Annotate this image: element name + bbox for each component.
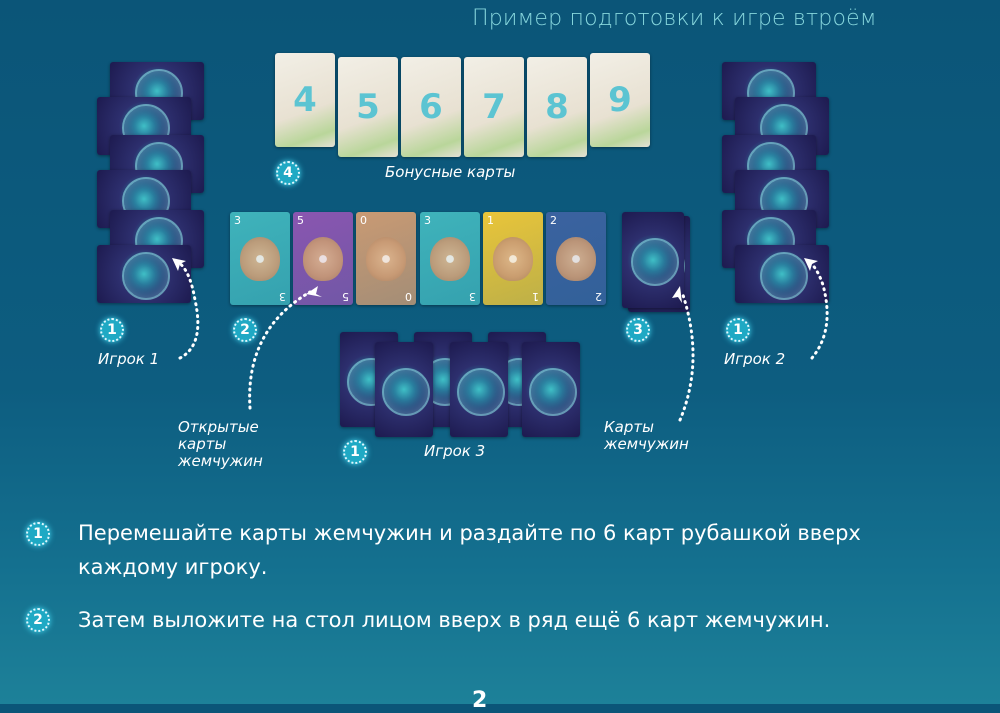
shell-image xyxy=(366,237,406,281)
card-value: 1 xyxy=(487,214,494,227)
card-value: 5 xyxy=(297,214,304,227)
shell-image xyxy=(493,237,533,281)
arrow-open xyxy=(248,290,312,410)
badge-player2: 1 xyxy=(726,318,750,342)
shell-image xyxy=(303,237,343,281)
badge-open: 2 xyxy=(233,318,257,342)
arrow-player1 xyxy=(176,260,200,360)
player3-card-back xyxy=(522,342,580,437)
badge-player1: 1 xyxy=(100,318,124,342)
open-cards-label: Открытые карты жемчужин xyxy=(178,418,263,470)
bonus-cards-label: Бонусные карты xyxy=(385,163,516,181)
player3-card-back xyxy=(375,342,433,437)
bonus-card: 9 xyxy=(590,53,650,147)
shell-image xyxy=(240,237,280,281)
arrowheads xyxy=(172,258,818,303)
deck-label: Карты жемчужин xyxy=(604,418,689,453)
arrow-deck xyxy=(678,290,695,422)
bonus-card: 4 xyxy=(275,53,335,147)
player1-label: Игрок 1 xyxy=(98,350,160,368)
card-value: 3 xyxy=(234,214,241,227)
player3-card-back xyxy=(450,342,508,437)
badge-deck: 3 xyxy=(626,318,650,342)
bonus-card: 5 xyxy=(338,57,398,157)
instruction-1-badge: 1 xyxy=(26,522,50,546)
badge-player3: 1 xyxy=(343,440,367,464)
card-value: 3 xyxy=(424,214,431,227)
deck-top-card xyxy=(622,212,684,308)
player2-label: Игрок 2 xyxy=(724,350,786,368)
page-title: Пример подготовки к игре втроём xyxy=(472,6,877,31)
instruction-1-text: Перемешайте карты жемчужин и раздайте по… xyxy=(78,521,861,579)
instruction-2-badge: 2 xyxy=(26,608,50,632)
instruction-2-text: Затем выложите на стол лицом вверх в ряд… xyxy=(78,608,831,632)
card-value: 2 xyxy=(550,214,557,227)
arrow-player2 xyxy=(808,260,829,360)
player1-card-back xyxy=(97,245,191,303)
page-number: 2 xyxy=(472,688,488,713)
badge-bonus: 4 xyxy=(276,161,300,185)
shell-image xyxy=(556,237,596,281)
player3-label: Игрок 3 xyxy=(424,442,486,460)
card-value: 0 xyxy=(360,214,367,227)
bonus-card: 8 xyxy=(527,57,587,157)
player2-card-back xyxy=(735,245,829,303)
bonus-card: 7 xyxy=(464,57,524,157)
shell-image xyxy=(430,237,470,281)
bonus-card: 6 xyxy=(401,57,461,157)
